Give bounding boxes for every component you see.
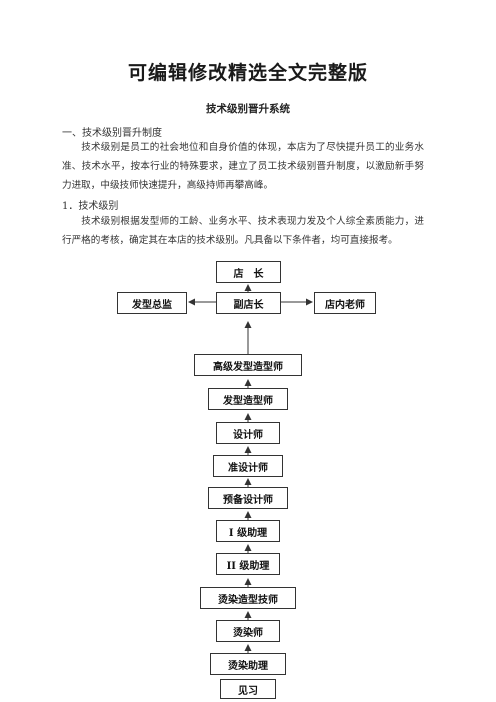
node-deputy-manager: 副店长 (216, 292, 281, 314)
node-level: 烫染造型技师 (200, 587, 296, 609)
node-in-store-teacher: 店内老师 (314, 292, 376, 314)
node-level: 烫染师 (216, 620, 280, 642)
node-level: 高级发型造型师 (194, 354, 302, 376)
node-store-manager: 店 长 (216, 261, 281, 283)
node-hair-director: 发型总监 (117, 292, 187, 314)
node-level: 发型造型师 (208, 388, 288, 410)
subsection-heading: 1．技术级别 (62, 201, 119, 212)
node-level: 准设计师 (213, 455, 283, 477)
section-paragraph: 技术级别是员工的社会地位和自身价值的体现，本店为了尽快提升员工的业务水准、技术水… (62, 142, 424, 191)
node-level: 见习 (220, 679, 276, 699)
node-level: II 级助理 (216, 553, 280, 575)
section-heading: 一、技术级别晋升制度 (62, 128, 162, 139)
subsection-paragraph: 技术级别根据发型师的工龄、业务水平、技术表现力发及个人综全素质能力，进行严格的考… (62, 216, 424, 246)
banner-title: 可编辑修改精选全文完整版 (127, 62, 368, 84)
node-level: 预备设计师 (208, 487, 288, 509)
node-level: I 级助理 (216, 520, 280, 542)
document-title: 技术级别晋升系统 (206, 103, 290, 115)
node-level: 烫染助理 (210, 653, 286, 675)
node-level: 设计师 (216, 422, 280, 444)
